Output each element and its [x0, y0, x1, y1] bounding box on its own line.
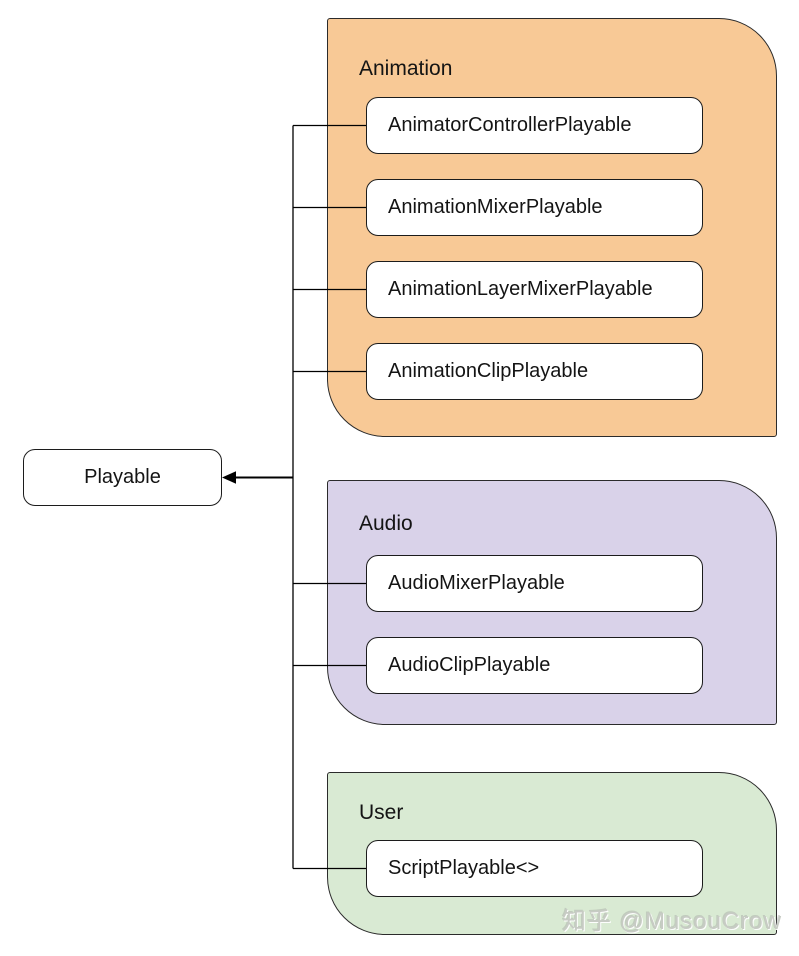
item-audio-mixer-playable: AudioMixerPlayable: [366, 555, 703, 612]
arrowhead-icon: [222, 471, 236, 484]
item-animation-mixer-playable: AnimationMixerPlayable: [366, 179, 703, 236]
item-animation-layer-mixer-playable: AnimationLayerMixerPlayable: [366, 261, 703, 318]
group-title-animation: Animation: [359, 57, 453, 80]
item-audio-clip-playable: AudioClipPlayable: [366, 637, 703, 694]
node-playable: Playable: [23, 449, 222, 506]
item-script-playable: ScriptPlayable<>: [366, 840, 703, 897]
group-title-user: User: [359, 801, 404, 824]
watermark-text: 知乎 @MusouCrow: [562, 908, 783, 935]
group-title-audio: Audio: [359, 512, 413, 535]
item-animator-controller-playable: AnimatorControllerPlayable: [366, 97, 703, 154]
item-animation-clip-playable: AnimationClipPlayable: [366, 343, 703, 400]
